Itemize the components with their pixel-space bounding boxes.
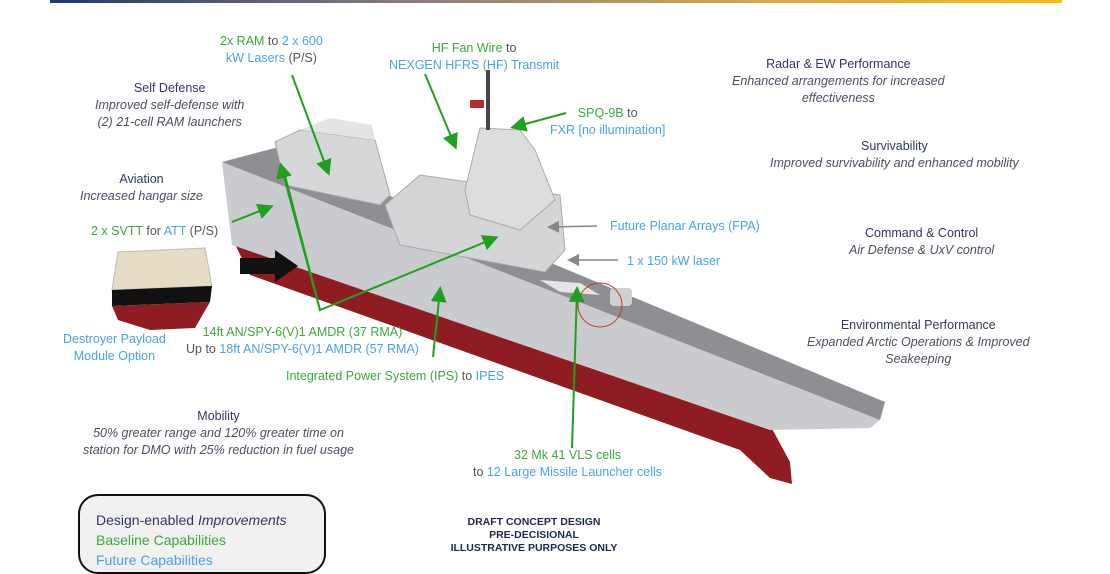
black-arrow-icon bbox=[240, 250, 298, 282]
ship-illustration bbox=[111, 70, 885, 484]
ips-callout: Integrated Power System (IPS) to IPES bbox=[286, 369, 505, 383]
legend-box: Design-enabled Improvements Baseline Cap… bbox=[78, 494, 326, 574]
ship-hull-side bbox=[222, 162, 880, 430]
amdr-callout: 14ft AN/SPY-6(V)1 AMDR (37 RMA)Up to 18f… bbox=[186, 325, 419, 356]
legend-baseline: Baseline Capabilities bbox=[96, 532, 226, 548]
legend-improvements: Design-enabled Improvements bbox=[96, 512, 287, 528]
header-gradient-bar bbox=[50, 0, 1062, 3]
svtt-callout: 2 x SVTT for ATT (P/S) bbox=[91, 224, 219, 238]
ship-hull-red bbox=[232, 238, 792, 484]
laser-label: 1 x 150 kW laser bbox=[627, 254, 721, 268]
payload-module-image bbox=[111, 247, 213, 330]
legend-future: Future Capabilities bbox=[96, 552, 213, 568]
fpa-label: Future Planar Arrays (FPA) bbox=[610, 219, 760, 233]
